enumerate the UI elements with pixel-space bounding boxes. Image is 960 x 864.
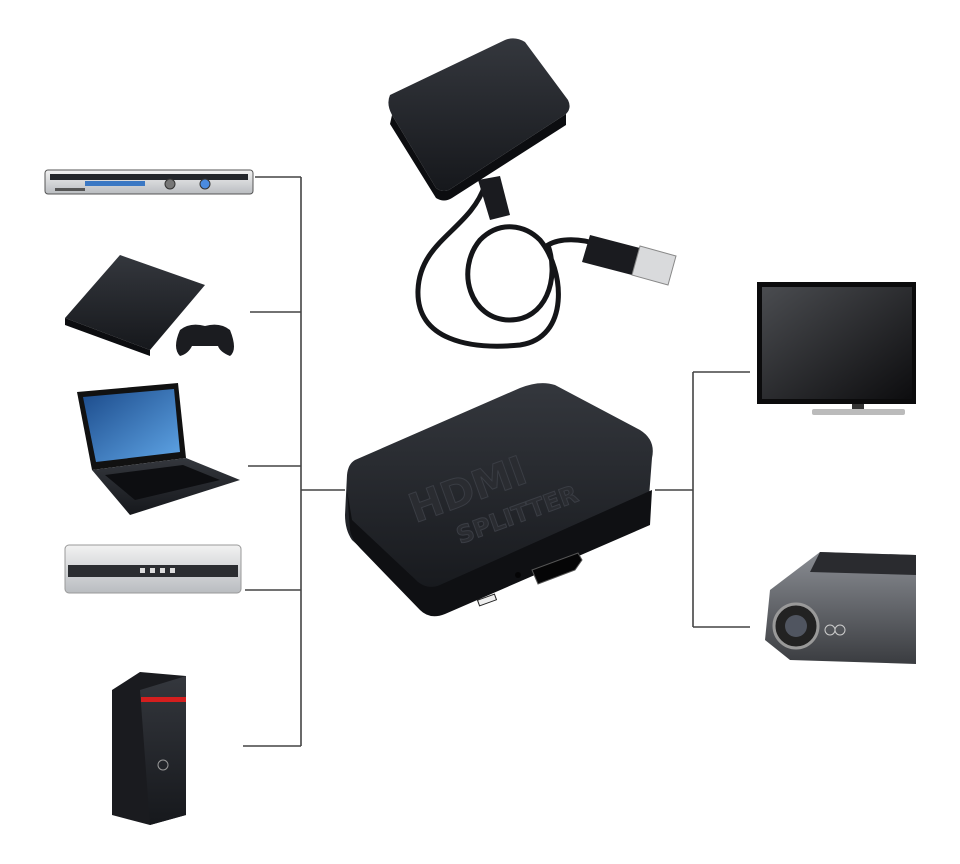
desktop-pc xyxy=(112,672,186,825)
laptop xyxy=(77,383,240,515)
usb-power-cable xyxy=(415,176,677,349)
small-hdmi-splitter xyxy=(388,38,570,201)
hdmi-port-icon xyxy=(531,552,583,585)
connector-lines xyxy=(243,176,750,747)
micro-usb-port-icon xyxy=(476,593,498,607)
hdmi-splitter-hub: HDMI SPLITTER xyxy=(345,383,653,617)
dvd-player xyxy=(44,169,254,195)
game-console xyxy=(65,255,234,356)
tv xyxy=(757,282,916,415)
set-top-box xyxy=(64,544,242,594)
projector xyxy=(765,552,916,664)
